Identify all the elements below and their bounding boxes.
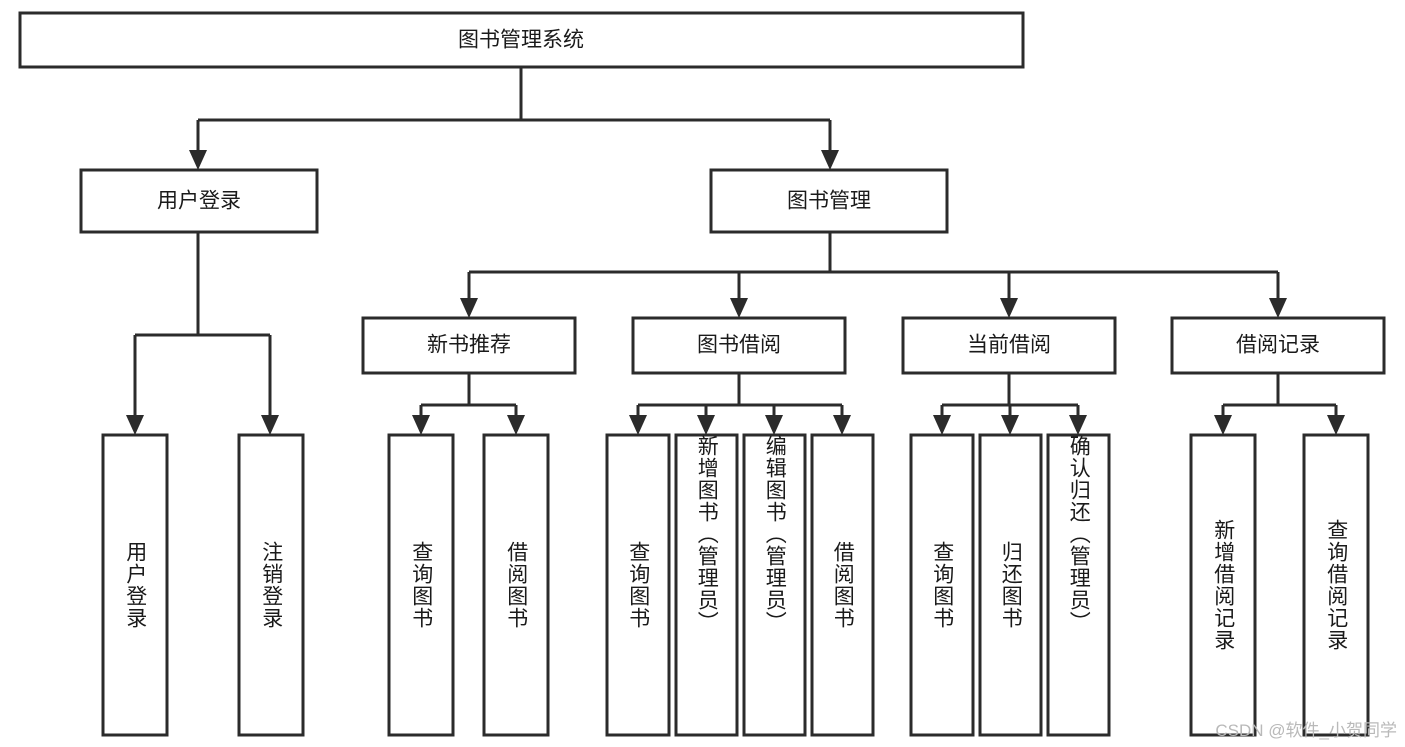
node-leaf-edit-book[interactable] — [742, 433, 807, 737]
arrow-bb-leaf-2 — [697, 415, 715, 435]
arrow-nbr-leaf-1 — [412, 415, 430, 435]
node-borrow-record[interactable] — [1170, 316, 1386, 375]
node-leaf-logout-login[interactable] — [237, 433, 305, 737]
arrow-br-leaf-2 — [1327, 415, 1345, 435]
node-leaf-query-record[interactable] — [1302, 433, 1370, 737]
watermark-text: CSDN @软件_小贺同学 — [1215, 721, 1397, 740]
node-user-login-label: 用户登录 — [157, 190, 241, 213]
node-current-borrow[interactable] — [901, 316, 1117, 375]
node-leaf-borrow-book-2[interactable] — [810, 433, 875, 737]
node-leaf-borrow-book-1[interactable] — [482, 433, 550, 737]
node-leaf-add-record[interactable] — [1189, 433, 1257, 737]
node-borrow-record-label: 借阅记录 — [1236, 334, 1320, 357]
node-leaf-confirm-return[interactable] — [1046, 433, 1111, 737]
node-book-manage-label: 图书管理 — [787, 190, 871, 213]
node-book-manage[interactable] — [709, 168, 949, 234]
node-leaf-add-book[interactable] — [674, 433, 739, 737]
node-leaf-query-book-2[interactable] — [605, 433, 671, 737]
node-new-book-recommend-label: 新书推荐 — [427, 334, 511, 357]
node-book-borrow[interactable] — [631, 316, 847, 375]
arrow-cb-leaf-2 — [1001, 415, 1019, 435]
node-root-label: 图书管理系统 — [458, 29, 584, 52]
node-leaf-user-login[interactable] — [101, 433, 169, 737]
arrow-cb-leaf-1 — [933, 415, 951, 435]
arrow-bb-leaf-1 — [629, 415, 647, 435]
node-leaf-query-book-1[interactable] — [387, 433, 455, 737]
node-leaf-query-book-3[interactable] — [909, 433, 975, 737]
arrow-to-current-borrow — [1000, 298, 1018, 318]
arrow-bb-leaf-3 — [765, 415, 783, 435]
arrow-userlogin-leaf-1 — [126, 415, 144, 435]
node-root[interactable] — [18, 11, 1025, 69]
node-book-borrow-label: 图书借阅 — [697, 334, 781, 357]
arrow-to-user-login — [189, 150, 207, 170]
connector-layer — [126, 67, 1345, 435]
arrow-bb-leaf-4 — [833, 415, 851, 435]
arrow-to-book-borrow — [730, 298, 748, 318]
arrow-to-borrow-record — [1269, 298, 1287, 318]
arrow-userlogin-leaf-2 — [261, 415, 279, 435]
arrow-cb-leaf-3 — [1069, 415, 1087, 435]
node-user-login[interactable] — [79, 168, 319, 234]
node-current-borrow-label: 当前借阅 — [967, 334, 1051, 357]
arrow-to-book-manage — [821, 150, 839, 170]
arrow-nbr-leaf-2 — [507, 415, 525, 435]
node-layer: 图书管理系统 用户登录 图书管理 新书推荐 图书借阅 当前借阅 借阅记录 — [18, 11, 1386, 737]
node-leaf-return-book[interactable] — [978, 433, 1043, 737]
node-new-book-recommend[interactable] — [361, 316, 577, 375]
arrow-to-new-book-recommend — [460, 298, 478, 318]
arrow-br-leaf-1 — [1214, 415, 1232, 435]
